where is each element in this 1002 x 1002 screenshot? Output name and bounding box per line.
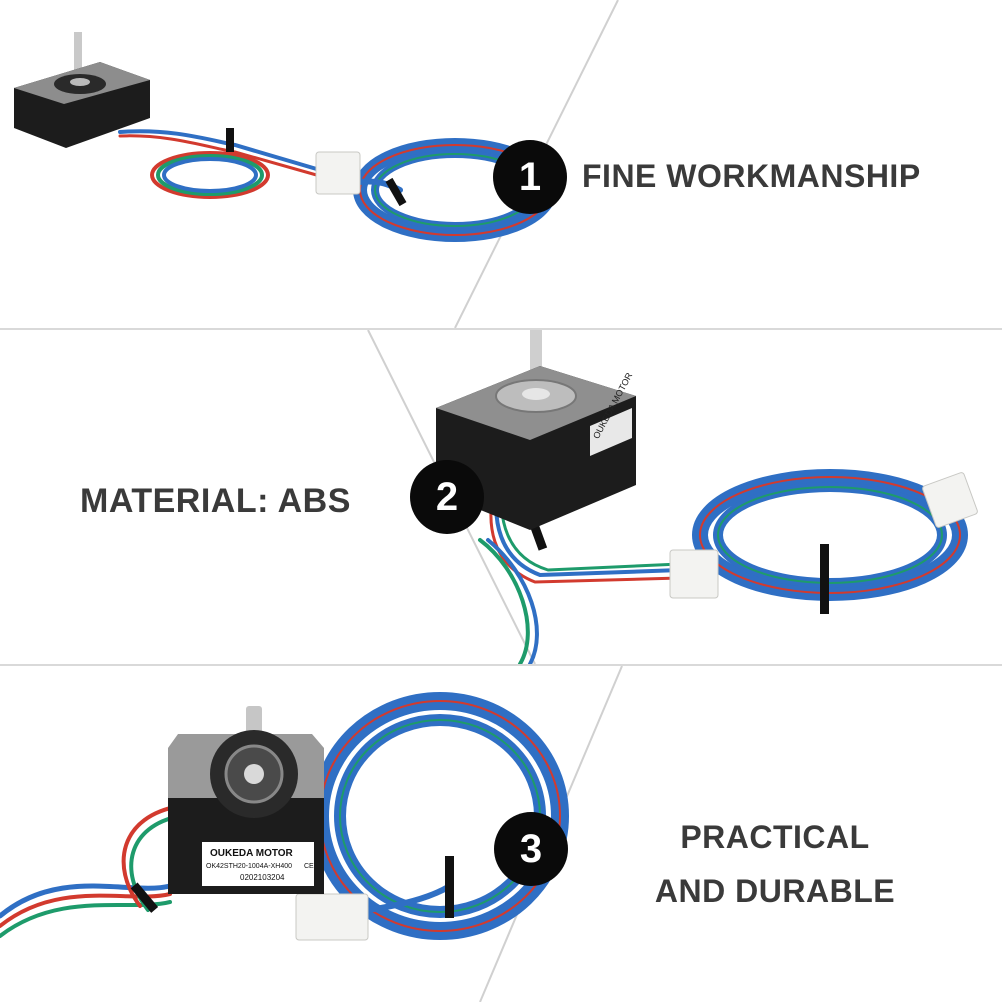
- step-number-badge-1: 1: [493, 140, 567, 214]
- feature-caption-2: MATERIAL: ABS: [80, 482, 351, 520]
- panel-divider: [0, 328, 1002, 330]
- feature-panel-2: OUKEDA MOTOR 2 MATERIAL: ABS: [0, 330, 1002, 664]
- stepper-motor-photo-2: OUKEDA MOTOR: [367, 330, 1002, 664]
- feature-caption-1: FINE WORKMANSHIP: [582, 158, 921, 194]
- panel-divider: [0, 664, 1002, 666]
- step-number-badge-3: 3: [494, 812, 568, 886]
- feature-panel-1: 1 FINE WORKMANSHIP: [0, 0, 1002, 328]
- motor-model-text: OK42STH20-1004A-XH400: [206, 863, 292, 870]
- stepper-motor-photo-1: [0, 0, 619, 328]
- ce-mark-text: CE: [304, 863, 314, 870]
- motor-serial-text: 0202103204: [240, 873, 285, 882]
- stepper-motor-photo-3: OUKEDA MOTOR OK42STH20-1004A-XH400 CE 02…: [0, 666, 623, 1002]
- step-number-badge-2: 2: [410, 460, 484, 534]
- feature-panel-3: OUKEDA MOTOR OK42STH20-1004A-XH400 CE 02…: [0, 666, 1002, 1002]
- feature-caption-3-line2: AND DURABLE: [654, 873, 896, 909]
- feature-caption-3-line1: PRACTICAL: [680, 819, 870, 855]
- feature-caption-3: PRACTICAL AND DURABLE: [640, 810, 910, 918]
- motor-label-3: OUKEDA MOTOR: [210, 848, 294, 859]
